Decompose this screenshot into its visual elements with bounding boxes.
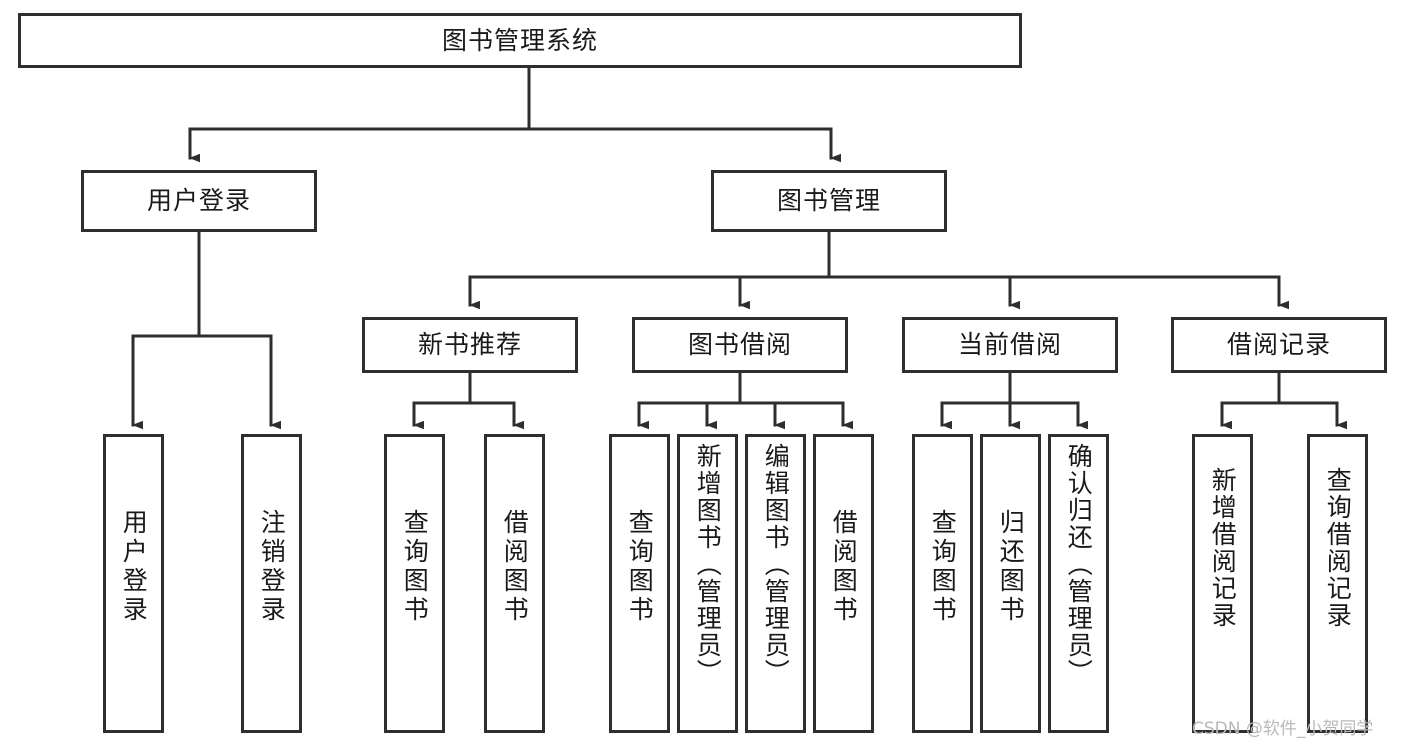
leaf-return-book[interactable]: 归还图书 xyxy=(980,434,1041,733)
leaf-user-logout[interactable]: 注销登录 xyxy=(241,434,302,733)
node-label: 借阅记录 xyxy=(1226,330,1331,360)
node-label: 新书推荐 xyxy=(417,330,522,360)
leaf-borrow-book-recommend[interactable]: 借阅图书 xyxy=(484,434,545,733)
node-label: 确认归还（管理员） xyxy=(1064,443,1094,686)
leaf-query-book-current[interactable]: 查询图书 xyxy=(912,434,973,733)
node-label: 查询图书 xyxy=(928,509,958,625)
leaf-query-borrow-record[interactable]: 查询借阅记录 xyxy=(1307,434,1368,733)
node-root-book-management-system[interactable]: 图书管理系统 xyxy=(18,13,1022,68)
leaf-user-login[interactable]: 用户登录 xyxy=(103,434,164,733)
leaf-add-book-admin[interactable]: 新增图书（管理员） xyxy=(677,434,738,733)
node-label: 借阅图书 xyxy=(500,509,530,625)
node-current-borrow[interactable]: 当前借阅 xyxy=(902,317,1118,373)
node-label: 图书管理系统 xyxy=(441,25,598,55)
node-label: 用户登录 xyxy=(119,509,149,625)
node-label: 归还图书 xyxy=(996,509,1026,625)
node-label: 当前借阅 xyxy=(957,330,1062,360)
node-label: 用户登录 xyxy=(146,186,251,216)
node-label: 编辑图书（管理员） xyxy=(761,443,791,686)
leaf-query-book-recommend[interactable]: 查询图书 xyxy=(384,434,445,733)
node-label: 新增借阅记录 xyxy=(1208,467,1238,629)
leaf-query-book-borrow[interactable]: 查询图书 xyxy=(609,434,670,733)
node-new-book-recommend[interactable]: 新书推荐 xyxy=(362,317,578,373)
node-label: 查询图书 xyxy=(625,509,655,625)
node-book-borrow[interactable]: 图书借阅 xyxy=(632,317,848,373)
leaf-borrow-book[interactable]: 借阅图书 xyxy=(813,434,874,733)
node-label: 图书借阅 xyxy=(687,330,792,360)
leaf-confirm-return-admin[interactable]: 确认归还（管理员） xyxy=(1048,434,1109,733)
node-label: 查询借阅记录 xyxy=(1323,467,1353,629)
leaf-add-borrow-record[interactable]: 新增借阅记录 xyxy=(1192,434,1253,733)
node-label: 新增图书（管理员） xyxy=(693,443,723,686)
node-label: 借阅图书 xyxy=(829,509,859,625)
leaf-edit-book-admin[interactable]: 编辑图书（管理员） xyxy=(745,434,806,733)
node-borrow-record[interactable]: 借阅记录 xyxy=(1171,317,1387,373)
node-label: 查询图书 xyxy=(400,509,430,625)
node-label: 注销登录 xyxy=(257,509,287,625)
node-book-management[interactable]: 图书管理 xyxy=(711,170,947,232)
watermark-csdn: CSDN @软件_小贺同学 xyxy=(1192,719,1374,739)
node-user-login[interactable]: 用户登录 xyxy=(81,170,317,232)
node-label: 图书管理 xyxy=(776,186,881,216)
